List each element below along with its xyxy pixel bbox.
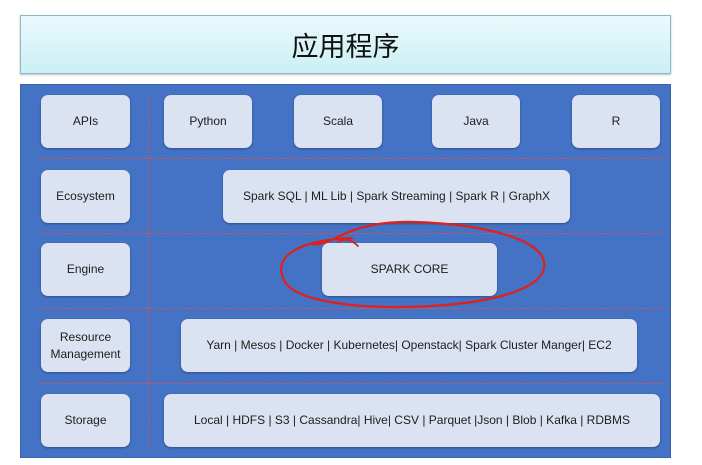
api-r: R	[572, 95, 660, 148]
page-title: 应用程序	[291, 32, 400, 63]
architecture-stack: APIs Python Scala Java R Ecosystem Spark…	[20, 84, 671, 458]
layer-label-storage: Storage	[41, 394, 130, 447]
layer-divider	[39, 383, 663, 384]
storage-backends: Local | HDFS | S3 | Cassandra| Hive| CSV…	[164, 394, 660, 447]
column-divider	[148, 95, 149, 449]
engine-spark-core: SPARK CORE	[322, 243, 497, 296]
ecosystem-components: Spark SQL | ML Lib | Spark Streaming | S…	[223, 170, 570, 223]
layer-divider	[39, 308, 663, 309]
api-java: Java	[432, 95, 520, 148]
api-scala: Scala	[294, 95, 382, 148]
layer-divider	[39, 233, 663, 234]
title-banner: 应用程序	[20, 15, 671, 74]
resource-managers: Yarn | Mesos | Docker | Kubernetes| Open…	[181, 319, 637, 372]
layer-label-ecosystem: Ecosystem	[41, 170, 130, 223]
layer-divider	[39, 158, 663, 159]
api-python: Python	[164, 95, 252, 148]
layer-label-resource-management: Resource Management	[41, 319, 130, 372]
layer-label-apis: APIs	[41, 95, 130, 148]
layer-label-engine: Engine	[41, 243, 130, 296]
